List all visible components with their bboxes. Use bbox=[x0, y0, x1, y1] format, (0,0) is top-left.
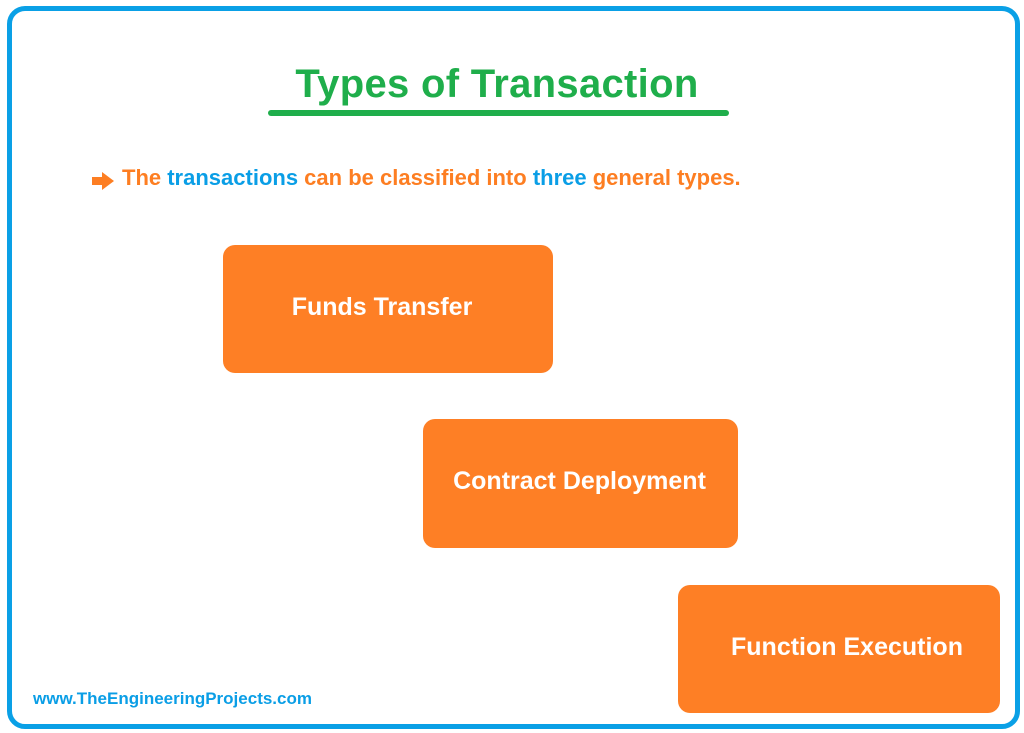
title-underline bbox=[268, 110, 729, 116]
intro-segment-highlight: three bbox=[532, 165, 587, 190]
type-label: Function Execution bbox=[731, 632, 963, 661]
slide-title: Types of Transaction bbox=[295, 62, 699, 106]
intro-segment: can be classified into bbox=[298, 165, 533, 190]
intro-segment-highlight: transactions bbox=[167, 165, 299, 190]
footer-website: www.TheEngineeringProjects.com bbox=[33, 689, 312, 708]
arrow-right-icon bbox=[92, 168, 114, 191]
type-box-function-execution: Function Execution bbox=[678, 585, 1000, 713]
intro-segment: The bbox=[122, 165, 168, 190]
type-box-funds-transfer: Funds Transfer bbox=[223, 245, 553, 373]
intro-segment: general types. bbox=[586, 165, 741, 190]
intro-sentence: The transactions can be classified into … bbox=[92, 163, 741, 193]
type-box-contract-deployment: Contract Deployment bbox=[423, 419, 738, 548]
type-label: Contract Deployment bbox=[453, 467, 706, 495]
type-label: Funds Transfer bbox=[291, 292, 473, 321]
